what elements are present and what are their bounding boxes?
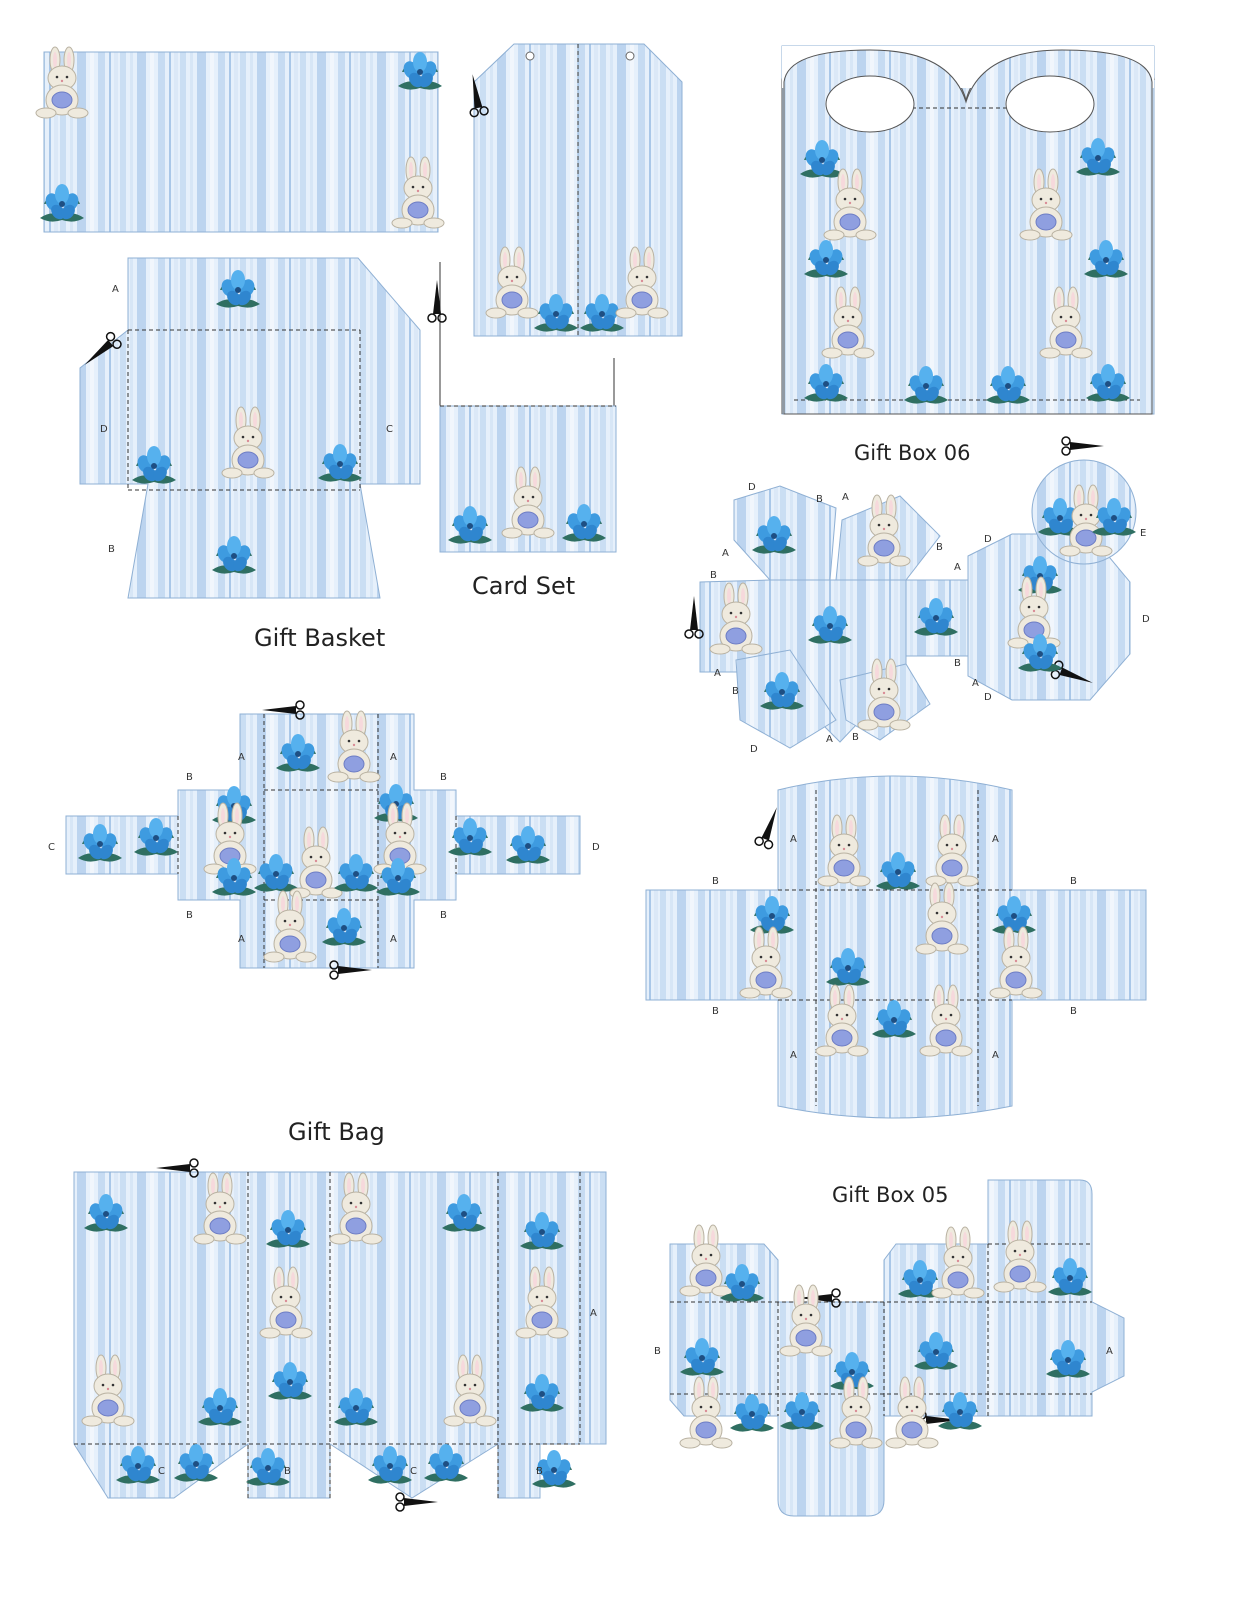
scissors-icon <box>427 279 447 323</box>
gift-box-05-cube-net <box>669 1179 1125 1517</box>
fold-label-c: C <box>386 424 393 435</box>
hex-box-net <box>684 436 1137 749</box>
fold-label-a: A <box>714 668 721 679</box>
fold-label-c: C <box>410 1466 417 1477</box>
fold-label-a: A <box>842 492 849 503</box>
fold-label-c: C <box>48 842 55 853</box>
fold-label-b: B <box>732 686 739 697</box>
fold-label-b: B <box>108 544 115 555</box>
card-set-tag-pair <box>462 43 683 337</box>
fold-label-d: D <box>592 842 600 853</box>
gift-box-06-title: Gift Box 06 <box>854 441 970 465</box>
fold-label-a: A <box>590 1308 597 1319</box>
gift-basket-template <box>78 257 421 599</box>
fold-label-b: B <box>186 772 193 783</box>
fold-label-b: B <box>816 494 823 505</box>
gift-bag-cross-net <box>65 700 581 980</box>
fold-label-a: A <box>992 1050 999 1061</box>
gift-box-05-title: Gift Box 05 <box>832 1183 948 1207</box>
gift-box-05-cross-net <box>645 775 1147 1119</box>
gift-bag-title: Gift Bag <box>288 1118 385 1146</box>
scissors-icon <box>1061 436 1105 456</box>
fold-label-b: B <box>186 910 193 921</box>
fold-label-a: A <box>390 752 397 763</box>
fold-label-a: A <box>238 934 245 945</box>
fold-label-d: D <box>750 744 758 755</box>
fold-label-a: A <box>722 548 729 559</box>
card-envelope-panel <box>35 46 445 233</box>
fold-label-b: B <box>852 732 859 743</box>
fold-label-a: A <box>790 1050 797 1061</box>
fold-label-b: B <box>710 570 717 581</box>
fold-label-a: A <box>1106 1346 1113 1357</box>
fold-label-a: A <box>390 934 397 945</box>
fold-label-c: C <box>158 1466 165 1477</box>
card-set-card <box>427 262 617 553</box>
long-bag-net <box>73 1158 607 1512</box>
fold-label-d: D <box>984 534 992 545</box>
card-set-title: Card Set <box>472 572 575 600</box>
fold-label-a: A <box>954 562 961 573</box>
fold-label-b: B <box>440 772 447 783</box>
fold-label-d: D <box>1142 614 1150 625</box>
fold-label-b: B <box>284 1466 291 1477</box>
fold-label-b: B <box>712 1006 719 1017</box>
gift-basket-title: Gift Basket <box>254 624 385 652</box>
fold-label-a: A <box>972 678 979 689</box>
fold-label-a: A <box>826 734 833 745</box>
scissors-icon <box>395 1492 439 1512</box>
fold-label-b: B <box>1070 1006 1077 1017</box>
fold-label-d: D <box>748 482 756 493</box>
fold-label-b: B <box>536 1466 543 1477</box>
fold-label-b: B <box>440 910 447 921</box>
fold-label-a: A <box>112 284 119 295</box>
fold-label-e: E <box>1140 528 1146 539</box>
fold-label-a: A <box>790 834 797 845</box>
fold-label-d: D <box>984 692 992 703</box>
fold-label-b: B <box>712 876 719 887</box>
fold-label-a: A <box>992 834 999 845</box>
fold-label-b: B <box>654 1346 661 1357</box>
fold-label-b: B <box>936 542 943 553</box>
fold-label-a: A <box>238 752 245 763</box>
fold-label-d: D <box>100 424 108 435</box>
fold-label-b: B <box>954 658 961 669</box>
fold-label-b: B <box>1070 876 1077 887</box>
gift-box-06-template <box>781 45 1155 415</box>
